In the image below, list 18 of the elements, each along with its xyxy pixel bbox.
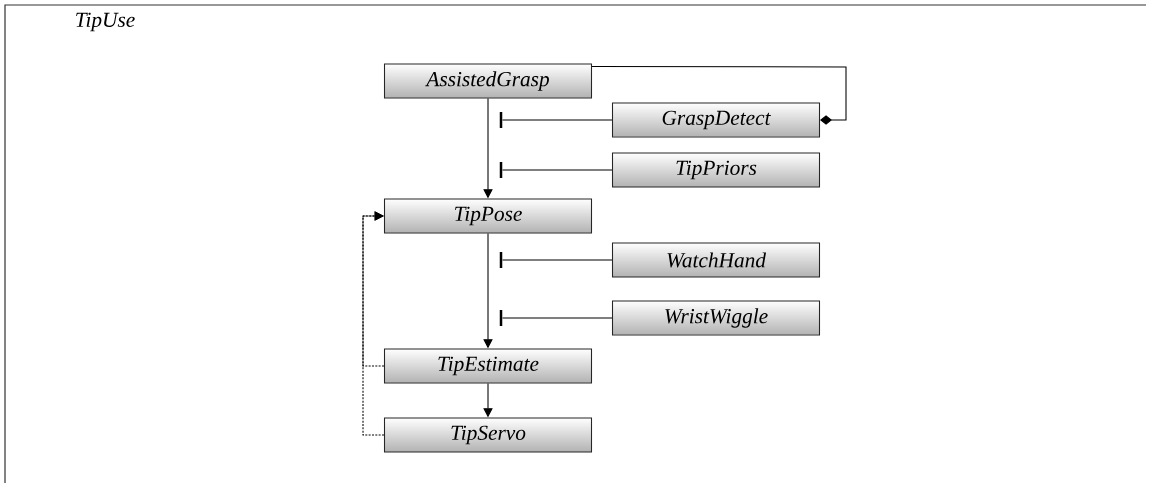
process-box: WatchHand (611, 242, 821, 278)
connector-line (502, 259, 613, 261)
connector-line (502, 317, 613, 319)
dotted-arrow (362, 211, 385, 436)
connector-line (502, 119, 613, 121)
process-box: WristWiggle (611, 300, 821, 336)
bar-mark (499, 162, 503, 178)
process-box: TipPriors (611, 152, 821, 188)
bar-mark (499, 112, 503, 128)
process-box: GraspDetect (611, 102, 821, 138)
connector-line (502, 169, 613, 171)
process-box: TipServo (383, 417, 593, 453)
bar-mark (499, 310, 503, 326)
process-box: AssistedGrasp (383, 63, 593, 99)
process-box: TipPose (383, 198, 593, 234)
process-box: TipEstimate (383, 348, 593, 384)
connector-line (591, 65, 847, 125)
bar-mark (499, 252, 503, 268)
